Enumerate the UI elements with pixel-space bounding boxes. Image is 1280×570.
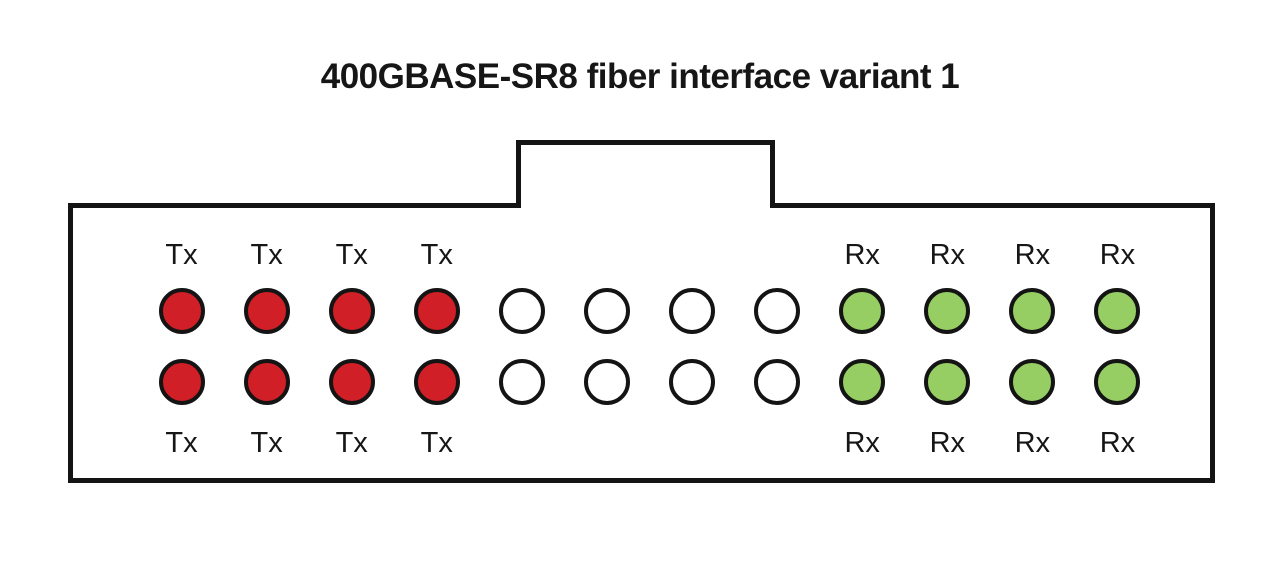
pin-label: Rx xyxy=(1099,427,1136,459)
fiber-pin-rx xyxy=(924,288,971,334)
fiber-pin-unused xyxy=(669,288,716,334)
fiber-pin-rx xyxy=(1009,359,1056,405)
fiber-pin-rx xyxy=(1009,288,1056,334)
fiber-pin-rx xyxy=(1094,359,1141,405)
fiber-pin-tx xyxy=(243,359,290,405)
fiber-pin-unused xyxy=(754,359,801,405)
fiber-pin-tx xyxy=(158,288,205,334)
pin-label: Tx xyxy=(250,239,283,271)
connector-key-notch xyxy=(516,140,775,208)
fiber-pin-rx xyxy=(1094,288,1141,334)
fiber-pin-rx xyxy=(839,359,886,405)
pin-label: Tx xyxy=(250,427,283,459)
bottom-pin-label-row: Tx Tx Tx Tx Rx Rx Rx Rx xyxy=(139,424,1160,462)
fiber-pin-tx xyxy=(328,288,375,334)
pin-label: Tx xyxy=(335,427,368,459)
fiber-pin-unused xyxy=(498,288,545,334)
pin-label: Tx xyxy=(420,239,453,271)
pin-label: Rx xyxy=(929,427,966,459)
fiber-pin-tx xyxy=(243,288,290,334)
fiber-pin-unused xyxy=(754,288,801,334)
fiber-pin-rx xyxy=(924,359,971,405)
pin-label: Rx xyxy=(1014,427,1051,459)
pin-label: Rx xyxy=(844,239,880,271)
pin-label: Rx xyxy=(844,427,880,459)
fiber-pin-tx xyxy=(413,288,460,334)
fiber-pin-rx xyxy=(839,288,886,334)
pin-label: Tx xyxy=(165,239,198,271)
fiber-pin-tx xyxy=(328,359,375,405)
pin-label: Rx xyxy=(929,239,966,271)
pin-label: Tx xyxy=(420,427,453,459)
pin-label: Rx xyxy=(1099,239,1136,271)
top-fiber-row xyxy=(139,288,1160,334)
fiber-pin-unused xyxy=(498,359,545,405)
top-pin-label-row: Tx Tx Tx Tx Rx Rx Rx Rx xyxy=(139,236,1160,274)
pin-label: Tx xyxy=(165,427,198,459)
diagram-title: 400GBASE-SR8 fiber interface variant 1 xyxy=(320,57,960,96)
fiber-pin-unused xyxy=(583,359,630,405)
pin-label: Rx xyxy=(1014,239,1051,271)
fiber-pin-tx xyxy=(413,359,460,405)
pin-label: Tx xyxy=(335,239,368,271)
fiber-pin-unused xyxy=(583,288,630,334)
bottom-fiber-row xyxy=(139,359,1160,405)
fiber-pin-unused xyxy=(669,359,716,405)
fiber-pin-tx xyxy=(158,359,205,405)
